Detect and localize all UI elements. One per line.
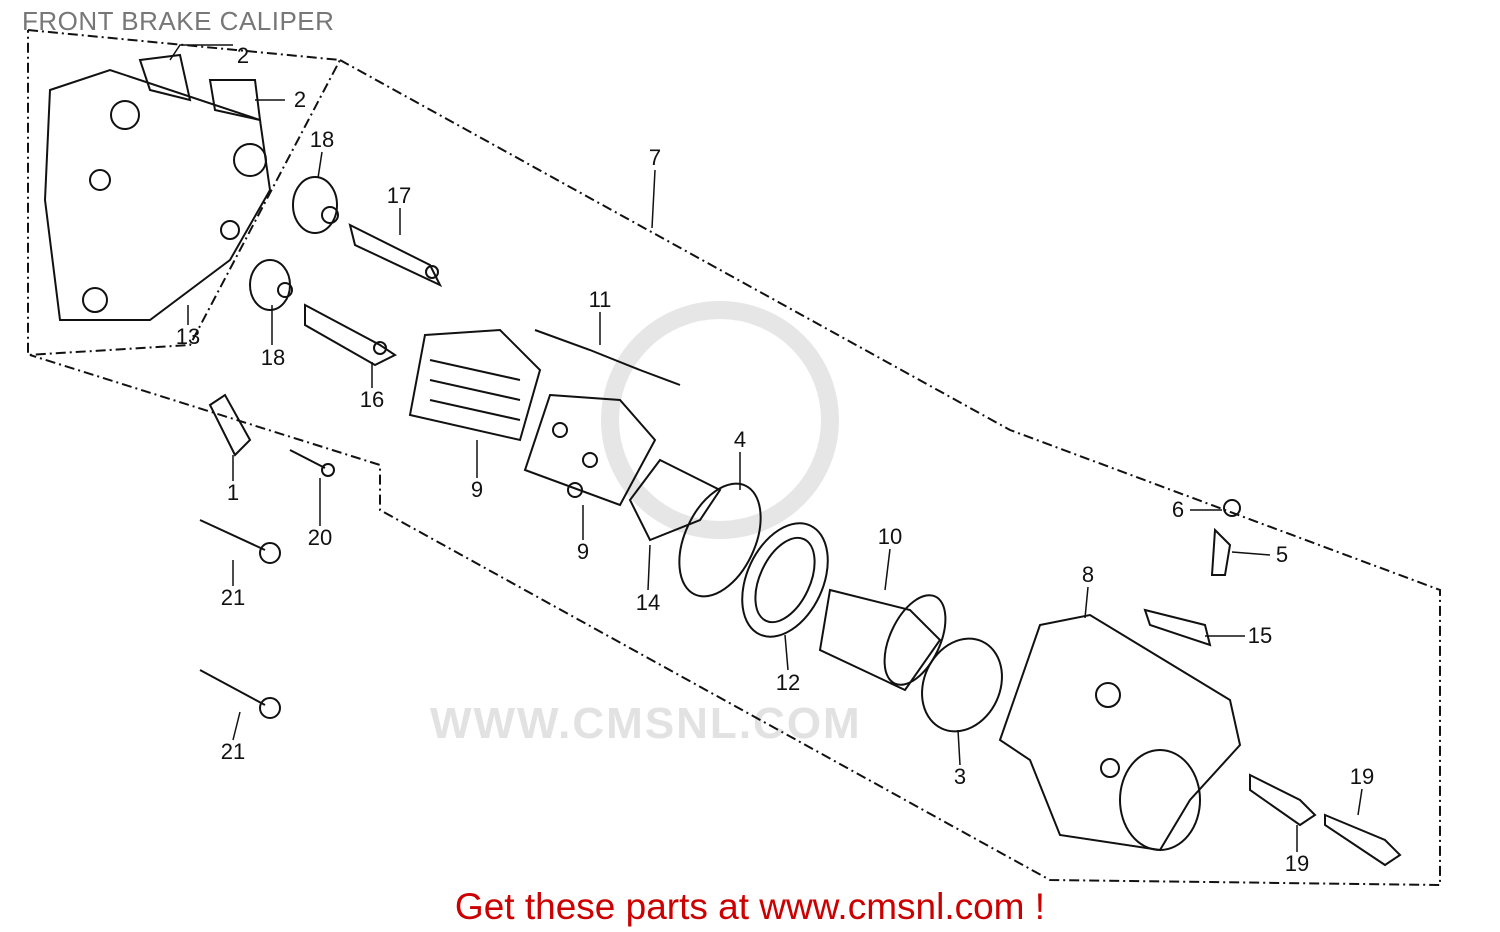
callout-12: 12 <box>775 670 801 695</box>
callout-2: 2 <box>236 43 250 68</box>
shim <box>628 458 722 542</box>
ring <box>921 637 1003 733</box>
callout-21: 21 <box>220 739 246 764</box>
pad-spring <box>208 79 262 122</box>
spring <box>534 329 681 386</box>
bleeder-cap <box>1223 499 1241 517</box>
callout-18: 18 <box>260 345 286 370</box>
diagram-title: FRONT BRAKE CALIPER <box>22 6 335 36</box>
callout-11: 11 <box>588 287 612 312</box>
pin <box>348 223 443 288</box>
callout-9: 9 <box>470 477 484 502</box>
bolt <box>199 519 266 551</box>
callout-4: 4 <box>733 427 747 452</box>
callout-19: 19 <box>1284 851 1310 876</box>
callout-7: 7 <box>648 145 662 170</box>
leader-lines <box>169 44 1363 852</box>
callout-5: 5 <box>1275 542 1289 567</box>
callout-20: 20 <box>307 525 333 550</box>
bracket-frame <box>27 29 342 357</box>
watermark-logo <box>601 301 839 539</box>
clip <box>1143 608 1212 647</box>
pad-inner <box>408 328 542 442</box>
pad-spring <box>138 53 192 102</box>
caliper-frame <box>29 59 1441 887</box>
callout-18: 18 <box>309 127 335 152</box>
hose-clamp <box>208 393 252 457</box>
callout-17: 17 <box>386 183 412 208</box>
callout-9: 9 <box>576 539 590 564</box>
callout-2: 2 <box>293 87 307 112</box>
callout-6: 6 <box>1171 497 1185 522</box>
boot <box>249 259 291 311</box>
bolt <box>1249 773 1317 827</box>
watermark: WWW.CMSNL.COM <box>430 699 862 748</box>
callout-3: 3 <box>953 764 967 789</box>
pin <box>304 303 397 367</box>
callout-16: 16 <box>359 387 385 412</box>
callout-19: 19 <box>1349 764 1375 789</box>
seal <box>678 482 762 598</box>
seal <box>741 522 829 638</box>
bolt <box>1324 813 1402 867</box>
callout-13: 13 <box>175 324 201 349</box>
pad-outer <box>523 393 657 507</box>
piston <box>818 588 942 692</box>
footer-link[interactable]: Get these parts at www.cmsnl.com ! <box>454 886 1046 927</box>
screw <box>289 449 326 469</box>
callout-14: 14 <box>635 590 661 615</box>
bracket <box>43 68 272 321</box>
callout-15: 15 <box>1247 623 1273 648</box>
bolt <box>199 669 266 706</box>
callout-1: 1 <box>226 480 240 505</box>
bleeder <box>1210 527 1232 576</box>
boot <box>292 176 338 234</box>
callout-21: 21 <box>220 585 246 610</box>
callout-10: 10 <box>877 524 903 549</box>
caliper-body <box>998 613 1242 852</box>
callout-8: 8 <box>1081 562 1095 587</box>
